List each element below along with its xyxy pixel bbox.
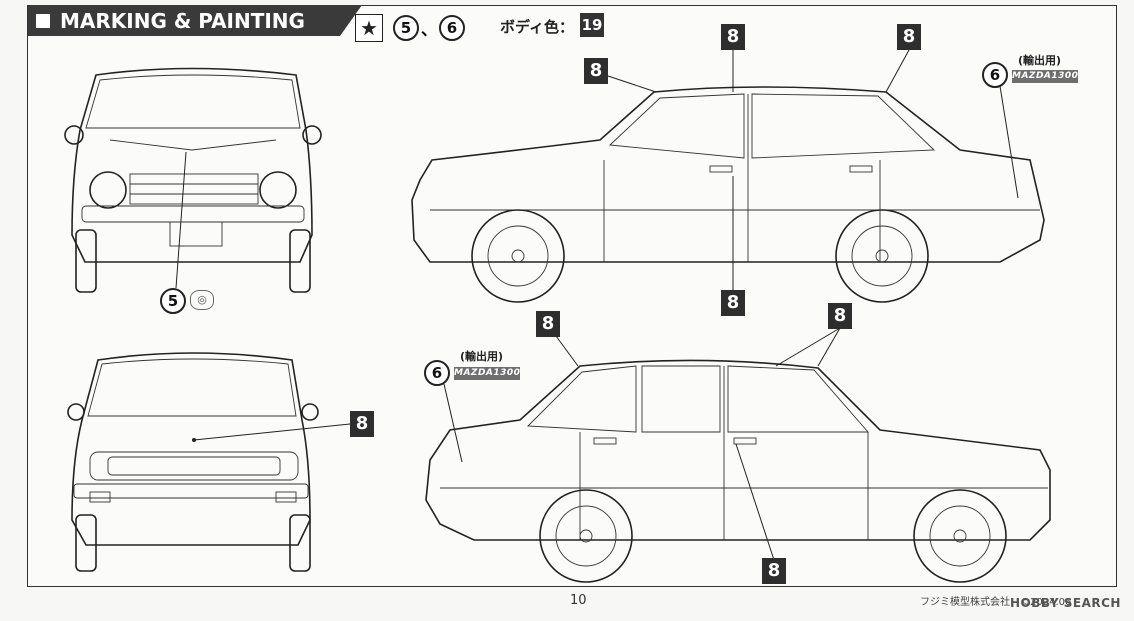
marking-separator: 、	[421, 20, 438, 39]
leader-line	[817, 327, 841, 367]
leader-line	[193, 423, 351, 441]
callout-8: 8	[536, 311, 560, 337]
section-title: MARKING & PAINTING	[60, 8, 305, 33]
marking-option-6: 6	[439, 15, 466, 41]
section-header: MARKING & PAINTING	[28, 5, 362, 36]
callout-8: 8	[584, 58, 608, 84]
leader-line	[999, 85, 1019, 199]
callout-8: 8	[762, 558, 786, 584]
callout-5: 5	[160, 288, 186, 314]
rear-view-drawing	[67, 352, 319, 572]
star-icon: ★	[355, 14, 383, 42]
leader-line	[775, 327, 841, 367]
side-view-left-drawing	[425, 359, 1051, 583]
front-view-drawing	[64, 67, 322, 293]
marking-options: 5 、 6	[393, 15, 466, 41]
body-color-number: 19	[580, 13, 604, 37]
leader-line	[443, 383, 463, 463]
callout-8: 8	[721, 290, 745, 316]
callout-8: 8	[721, 24, 745, 50]
callout-8: 8	[828, 303, 852, 329]
callout-6: 6	[982, 62, 1008, 88]
mazda-1300-decal: MAZDA1300	[1012, 70, 1079, 83]
marking-option-5: 5	[393, 15, 419, 41]
leader-line	[555, 335, 579, 367]
mazda-1300-decal: MAZDA1300	[454, 367, 521, 380]
leader-line	[735, 443, 775, 561]
callout-6: 6	[424, 360, 450, 386]
watermark: HOBBY SEARCH	[1010, 596, 1121, 610]
export-note: (輸出用)	[460, 350, 504, 363]
callout-8: 8	[897, 24, 921, 50]
page-number: 10	[570, 593, 587, 608]
side-view-right-drawing	[411, 86, 1045, 303]
header-square-icon	[36, 13, 50, 28]
copyright-text: フジミ模型株式会社 ©2024.06	[920, 597, 1072, 608]
leader-line	[885, 49, 910, 93]
leader-line	[175, 151, 187, 289]
emblem-icon: ◎	[190, 290, 214, 310]
callout-8: 8	[350, 411, 374, 437]
body-color-label: ボディ色：	[500, 18, 574, 36]
export-note: (輸出用)	[1018, 54, 1062, 67]
